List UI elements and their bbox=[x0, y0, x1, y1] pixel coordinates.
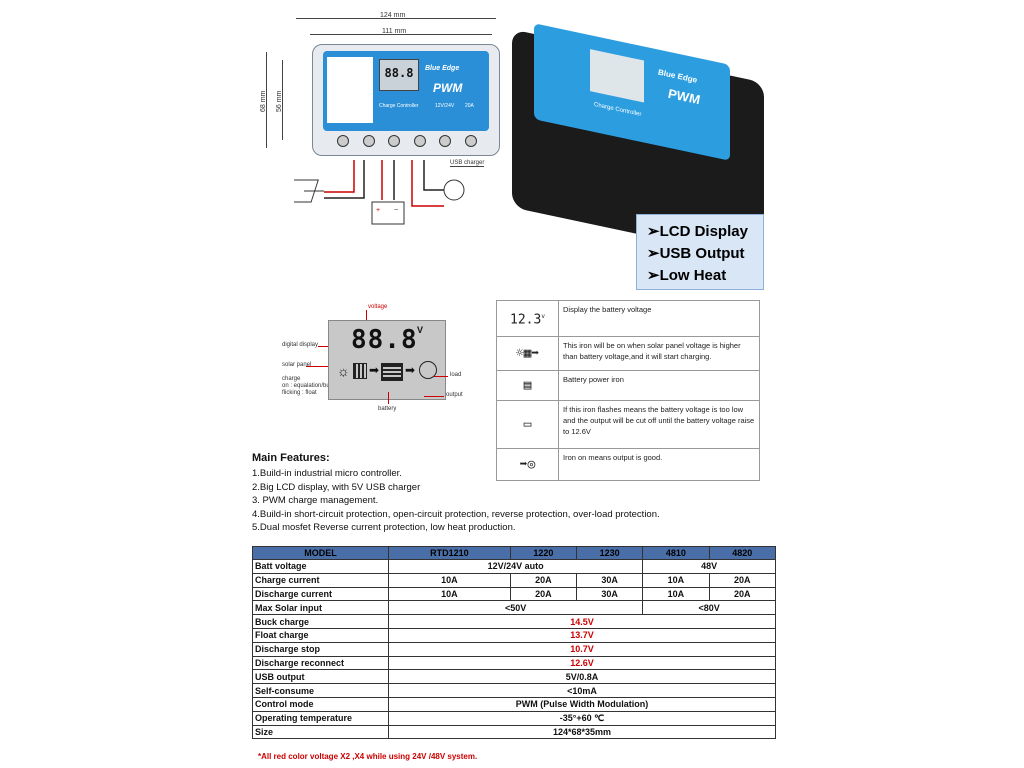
terminal-row bbox=[337, 135, 477, 151]
table-row: ☼▦➡ This iron will be on when solar pane… bbox=[496, 336, 760, 371]
spec-table: MODEL RTD1210 1220 1230 4810 4820 Batt v… bbox=[252, 546, 777, 740]
main-features: Main Features: 1.Build-in industrial mic… bbox=[252, 452, 772, 535]
table-row: Operating temperature -35°+60 ℃ bbox=[252, 710, 776, 726]
table-row: Float charge 13.7V bbox=[252, 627, 776, 643]
battery-icon: + − bbox=[371, 201, 405, 225]
output-label: output bbox=[446, 392, 463, 398]
width-outer: 124 mm bbox=[380, 12, 406, 19]
digital-display-label: digital display bbox=[282, 342, 319, 348]
voltage-label: voltage bbox=[368, 304, 388, 310]
table-row: Buck charge 14.5V bbox=[252, 614, 776, 629]
bulb-icon bbox=[419, 361, 437, 379]
height-inner: 56 mm bbox=[276, 90, 283, 112]
lcd-digits: 88.8 bbox=[351, 325, 418, 355]
feature-usb: ➢USB Output bbox=[647, 245, 745, 262]
wiring-diagram: + − bbox=[294, 160, 465, 225]
feature-lcd: ➢LCD Display bbox=[647, 223, 748, 240]
battery-empty-icon: ▭ bbox=[496, 400, 559, 449]
photo-brand: Blue Edge bbox=[658, 67, 698, 85]
list-item: 4.Build-in short-circuit protection, ope… bbox=[252, 508, 660, 520]
table-header-row: MODEL RTD1210 1220 1230 4810 4820 bbox=[252, 546, 777, 560]
table-row: Discharge stop 10.7V bbox=[252, 641, 776, 657]
photo-controller-label: Charge Controller bbox=[594, 101, 642, 118]
list-item: 5.Dual mosfet Reverse current protection… bbox=[252, 522, 516, 533]
charge-label: charge bbox=[282, 376, 301, 382]
product-sheet: 124 mm 111 mm 68 mm 56 mm 88.8 Blue Edge… bbox=[244, 0, 782, 768]
solar-panel-icon bbox=[294, 179, 324, 203]
table-row: Size 124*68*35mm bbox=[252, 724, 776, 740]
footnote: *All red color voltage X2 ,X4 while usin… bbox=[258, 752, 478, 761]
list-item: 1.Build-in industrial micro controller. bbox=[252, 468, 402, 479]
list-item: 2.Big LCD display, with 5V USB charger bbox=[252, 481, 421, 493]
arrow-icon-2: ➡ bbox=[405, 363, 416, 377]
table-row: Discharge current 10A 20A 30A 10A 20A bbox=[252, 586, 777, 602]
battery-level-icon bbox=[381, 363, 403, 381]
product-photo: Blue Edge PWM Charge Controller bbox=[504, 23, 772, 261]
output-bulb-icon: ➡◎ bbox=[496, 448, 559, 481]
pwm-label: PWM bbox=[433, 81, 463, 95]
table-row: USB output 5V/0.8A bbox=[252, 669, 776, 685]
solar-panel-label: solar panel bbox=[282, 362, 312, 368]
controller-front-view: 88.8 Blue Edge PWM Charge Controller 12V… bbox=[312, 44, 500, 156]
table-row: Control mode PWM (Pulse Width Modulation… bbox=[252, 696, 776, 712]
table-row: ▤ Battery power iron bbox=[496, 370, 760, 401]
charge-flick-label: flicking : float bbox=[282, 390, 317, 396]
photo-pwm: PWM bbox=[668, 85, 700, 108]
brand-logo: Blue Edge bbox=[425, 65, 460, 72]
svg-text:−: − bbox=[394, 207, 398, 214]
panel-icon bbox=[353, 363, 367, 379]
lcd-unit: V bbox=[417, 325, 424, 335]
lcd-screen: 88.8 bbox=[379, 59, 419, 91]
charge-on-label: on : equalation/buck bbox=[282, 383, 336, 389]
battery-full-icon: ▤ bbox=[496, 370, 559, 401]
icon-description-table: 12.3v Display the battery voltage ☼▦➡ Th… bbox=[496, 300, 760, 481]
table-row: Discharge reconnect 12.6V bbox=[252, 655, 776, 671]
lcd-display-diagram: 88.8 V ☼ ➡ ➡ bbox=[328, 320, 446, 400]
bulb-icon bbox=[443, 179, 465, 201]
features-title: Main Features: bbox=[252, 452, 330, 464]
table-row: ▭ If this iron flashes means the battery… bbox=[496, 400, 760, 449]
sun-icon: ☼ bbox=[337, 363, 350, 379]
width-inner: 111 mm bbox=[382, 28, 407, 35]
voltage-readout-icon: 12.3v bbox=[496, 300, 559, 337]
battery-label: battery bbox=[378, 406, 397, 412]
usb-charger-label: USB charger bbox=[450, 160, 485, 167]
photo-lcd bbox=[590, 49, 644, 103]
table-row: Self-consume <10mA bbox=[252, 683, 776, 698]
amp-label: 20A bbox=[465, 103, 474, 109]
table-row: Max Solar input <50V <80V bbox=[252, 600, 776, 616]
table-row: Batt voltage 12V/24V auto 48V bbox=[252, 559, 776, 574]
volt-label: 12V/24V bbox=[435, 103, 455, 109]
feature-heat: ➢Low Heat bbox=[647, 267, 727, 284]
height-outer: 68 mm bbox=[260, 90, 267, 112]
solar-charge-icon: ☼▦➡ bbox=[496, 336, 559, 371]
table-row: 12.3v Display the battery voltage bbox=[496, 300, 760, 337]
table-row: ➡◎ Iron on means output is good. bbox=[496, 448, 760, 481]
controller-label: Charge Controller bbox=[379, 103, 419, 109]
svg-text:+: + bbox=[376, 207, 380, 214]
load-label: load bbox=[450, 372, 462, 378]
list-item: 3. PWM charge management. bbox=[252, 495, 379, 506]
feature-callout: ➢LCD Display ➢USB Output ➢Low Heat bbox=[636, 214, 764, 290]
arrow-icon: ➡ bbox=[369, 363, 380, 377]
table-row: Charge current 10A 20A 30A 10A 20A bbox=[252, 572, 777, 588]
